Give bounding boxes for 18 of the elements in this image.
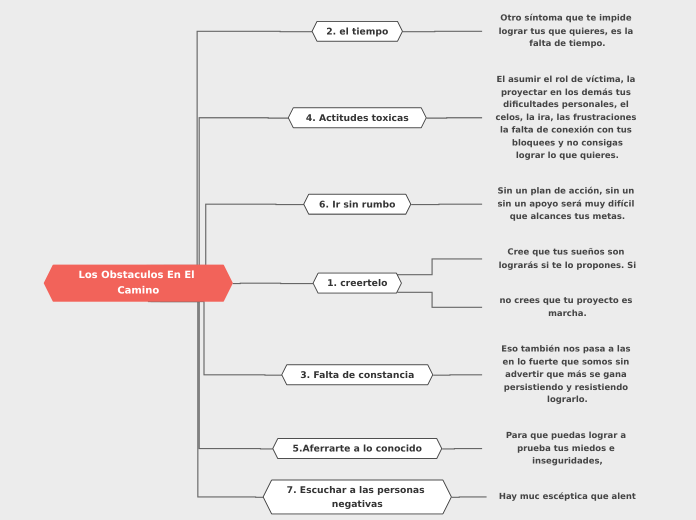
connector: [397, 292, 482, 308]
node-text: Para que puedas lograr a prueba tus miedos e inseguridades,: [505, 430, 626, 466]
node-text: Otro síntoma que te impide lograr tus que quieres, es la falta de tiempo.: [498, 13, 633, 48]
node-text: no crees que tu proyecto es marcha.: [499, 295, 632, 318]
node-text: Eso también nos pasa a las en lo fuerte que somos sin advertir que más se gana persistiendo y resistiendo lograrlo.: [500, 344, 630, 405]
node-text: Cree que tus sueños son lograrás si te lo propones. Si: [498, 247, 636, 270]
connector: [426, 117, 482, 119]
connector: [232, 282, 314, 284]
node-text: Hay muc escéptica que alent: [498, 491, 636, 502]
node-text: El asumir el rol de víctima, la proyectar en los demás tus dificultades personales, el celos, la ira, las frustraciones la falta de conexión con tus bloquees y no consigas lograr lo que quieres.: [495, 74, 636, 160]
connector: [410, 204, 482, 206]
connector: [442, 448, 482, 450]
connector: [451, 496, 486, 498]
connector: [432, 374, 482, 376]
connector: [402, 30, 482, 32]
node-text: Sin un plan de acción, sin un sin un apoyo será muy difícil que alcances tus metas.: [497, 186, 634, 222]
connector: [147, 301, 264, 498]
connector: [397, 258, 482, 276]
